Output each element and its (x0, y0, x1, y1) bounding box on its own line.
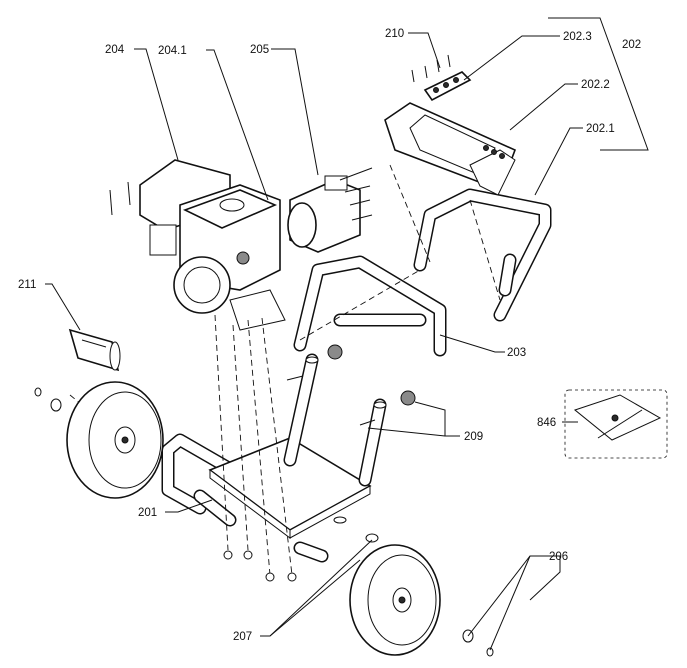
callout-202-2: 202.2 (581, 79, 610, 91)
callout-202-1: 202.1 (586, 123, 615, 135)
callout-205: 205 (250, 44, 269, 56)
leader-lines (45, 17, 649, 651)
callout-207: 207 (233, 631, 252, 643)
foot-hardware-207 (223, 550, 297, 582)
handle-frame-203 (293, 255, 447, 357)
handle-202-1 (413, 188, 552, 322)
inset-detail-846 (564, 389, 668, 459)
engine-bolts (109, 181, 131, 216)
callout-211: 211 (18, 279, 36, 291)
callout-204-1: 204.1 (158, 45, 187, 57)
frame-base-201 (161, 353, 387, 563)
left-wheel (34, 381, 164, 499)
callout-201: 201 (138, 507, 157, 519)
right-wheel (349, 544, 494, 657)
callout-210: 210 (385, 28, 404, 40)
wheel-cover-211 (68, 328, 121, 372)
control-panel-202-2 (384, 102, 517, 196)
callout-202: 202 (622, 39, 641, 51)
callout-labels: 204 204.1 205 210 202.3 202 202.2 202.1 … (18, 28, 641, 643)
callout-202-3: 202.3 (563, 31, 592, 43)
screws-210 (411, 54, 451, 83)
callout-203: 203 (507, 347, 526, 359)
pump-205 (287, 167, 373, 253)
axle-hardware-209 (286, 344, 416, 426)
callout-209: 209 (464, 431, 483, 443)
bracket-202-3 (423, 71, 472, 102)
engine-204 (139, 159, 286, 331)
callout-846: 846 (537, 417, 556, 429)
callout-206: 206 (549, 551, 568, 563)
callout-204: 204 (105, 44, 125, 56)
